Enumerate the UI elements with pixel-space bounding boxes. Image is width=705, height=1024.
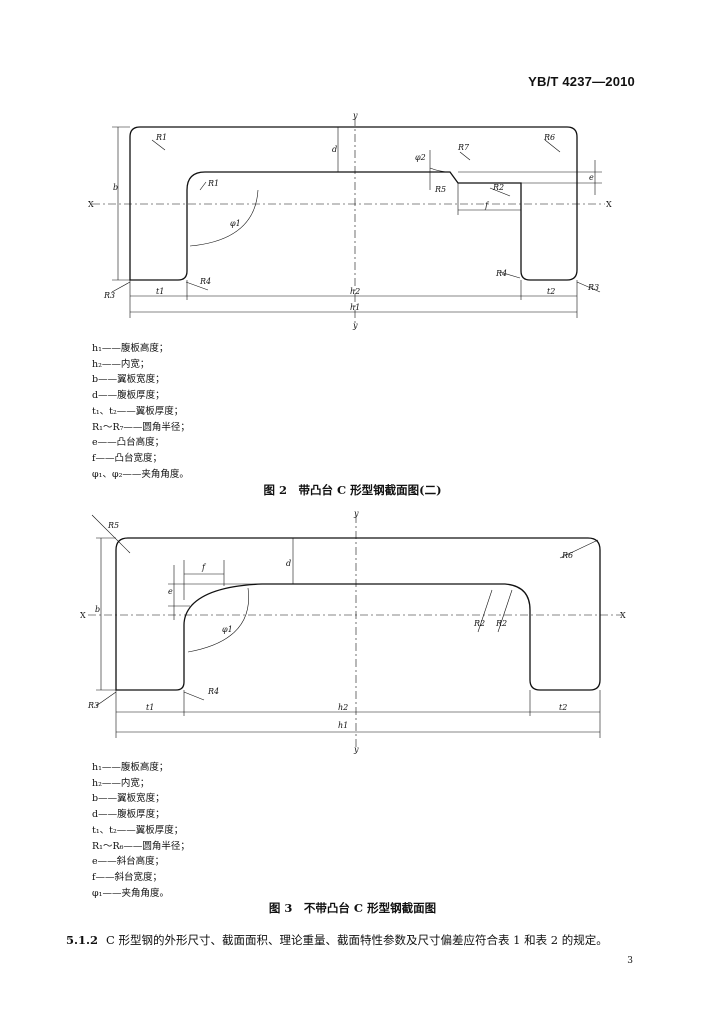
legend-item: R₁～R₇——圆角半径； [92,421,190,433]
fig3-r-label: R2 [495,619,507,628]
legend-item: f——斜台宽度； [92,871,163,883]
figure-2-drawing: y y X X b d e f h2 h1 t1 t2 R1 R1 R6 R7 … [88,111,612,330]
fig2-h1-label: h1 [350,303,360,312]
fig2-phi1-label: φ1 [230,219,241,228]
fig3-phi1-label: φ1 [222,625,233,634]
fig3-t2-label: t2 [559,703,567,712]
fig3-r-label: R5 [107,521,119,530]
legend-item: h₂——内宽； [92,777,150,789]
legend-item: e——凸台高度； [92,437,165,449]
fig2-r-label: R5 [434,185,446,194]
fig2-e-label: e [589,173,594,182]
fig3-r-label: R4 [207,687,219,696]
clause-5-1-2: 5.1.2 C 形型钢的外形尺寸、截面面积、理论重量、截面特性参数及尺寸偏差应符合… [66,932,608,948]
fig3-r-label: R2 [473,619,485,628]
fig2-phi2-label: φ2 [415,153,426,162]
fig2-h2-label: h2 [350,287,360,296]
fig2-r-label: R1 [207,179,219,188]
legend-item: h₁——腹板高度； [92,762,169,773]
clause-text: C 形型钢的外形尺寸、截面面积、理论重量、截面特性参数及尺寸偏差应符合表 1 和… [106,933,608,947]
fig3-d-label: d [286,559,291,568]
fig3-h2-label: h2 [338,703,348,712]
figure-3-caption: 图 3 不带凸台 C 形型钢截面图 [268,901,437,915]
legend-item: f——凸台宽度； [92,452,163,464]
legend-item: t₁、t₂——翼板厚度； [92,824,184,836]
legend-item: d——腹板厚度； [92,809,165,821]
fig3-r-label: R3 [87,701,99,710]
fig2-r-label: R3 [103,291,115,300]
legend-item: h₂——内宽； [92,358,150,370]
fig2-r-label: R2 [492,183,504,192]
fig3-y-bottom-label: y [353,745,359,754]
fig2-r-label: R4 [495,269,507,278]
legend-item: b——翼板宽度； [92,374,165,386]
fig2-d-label: d [332,145,337,154]
fig2-y-bottom-label: y [352,321,358,330]
fig2-x-left-label: X [88,200,94,209]
legend-item: e——斜台高度； [92,856,165,868]
fig3-x-left-label: X [80,611,86,620]
figure-2-legend: h₁——腹板高度； h₂——内宽； b——翼板宽度； d——腹板厚度； t₁、t… [92,341,190,482]
legend-item: t₁、t₂——翼板厚度； [92,405,184,417]
legend-item: R₁～R₆——圆角半径； [92,840,190,852]
legend-item: φ₁、φ₂——夹角角度。 [92,468,189,480]
fig2-t1-label: t1 [156,287,164,296]
fig2-f-label: f [484,201,490,210]
fig2-t2-label: t2 [547,287,555,296]
fig3-x-right-label: X [620,611,626,620]
fig2-r-label: R1 [155,133,167,142]
legend-item: d——腹板厚度； [92,390,165,402]
fig3-e-label: e [168,587,173,596]
figure-3-legend: h₁——腹板高度； h₂——内宽； b——翼板宽度； d——腹板厚度； t₁、t… [92,760,190,901]
fig3-f-label: f [201,563,207,572]
clause-number: 5.1.2 [66,933,99,947]
legend-item: b——翼板宽度； [92,793,165,805]
standard-number: YB/T 4237—2010 [528,74,635,89]
legend-item: h₁——腹板高度； [92,343,169,354]
fig2-r-label: R6 [543,133,555,142]
figure-3-drawing: y y X X b d e f h2 h1 t1 t2 R5 R6 R4 R3 … [80,509,626,754]
page-number: 3 [627,956,633,966]
legend-item: φ₁——夹角角度。 [92,887,169,899]
fig3-t1-label: t1 [146,703,154,712]
fig3-y-top-label: y [353,509,359,518]
fig2-r-label: R4 [199,277,211,286]
fig2-r-label: R3 [587,283,599,292]
figure-2-caption: 图 2 带凸台 C 形型钢截面图(二) [263,483,442,497]
fig2-r-label: R7 [457,143,470,152]
fig3-h1-label: h1 [338,721,348,730]
fig3-b-label: b [95,605,100,614]
fig3-r-label: R6 [561,551,573,560]
fig2-y-top-label: y [352,111,358,120]
fig2-x-right-label: X [606,200,612,209]
fig2-b-label: b [113,183,118,192]
